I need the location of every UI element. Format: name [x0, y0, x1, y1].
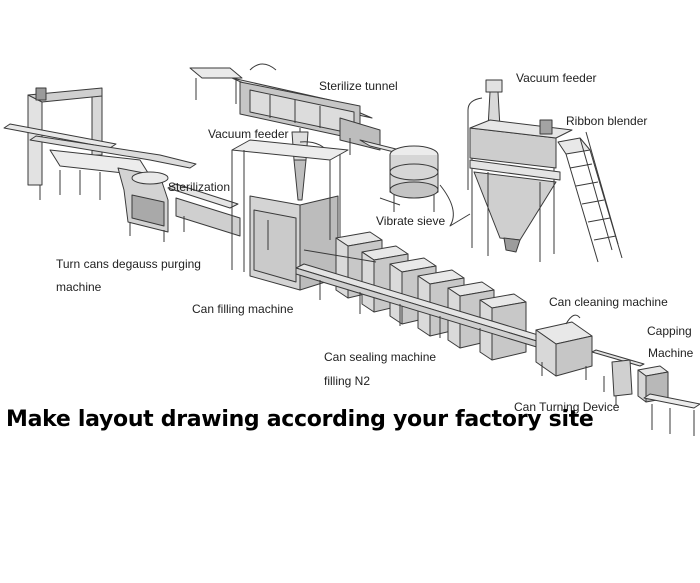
label-sterilization: Sterilization	[168, 180, 231, 194]
sterilization-conveyor	[167, 183, 241, 250]
access-staircase	[557, 131, 623, 263]
label-can-sealing-line1: Can sealing machine	[324, 350, 437, 364]
label-ribbon-blender: Ribbon blender	[566, 114, 648, 128]
label-turn-cans-line2: machine	[56, 280, 102, 294]
can-sealing-machines	[335, 231, 527, 361]
headline-caption: Make layout drawing according your facto…	[6, 407, 594, 432]
capping-machine	[637, 365, 700, 436]
can-filling-machine	[231, 131, 349, 291]
label-turn-cans-line1: Turn cans degauss purging	[56, 257, 201, 271]
label-sterilize-tunnel: Sterilize tunnel	[319, 79, 398, 93]
label-vibrate-sieve: Vibrate sieve	[376, 214, 446, 228]
can-turning-device	[603, 359, 633, 406]
ribbon-blender-assembly	[467, 79, 573, 262]
label-can-cleaning: Can cleaning machine	[549, 295, 668, 309]
label-capping-line2: Machine	[648, 346, 694, 360]
label-vacuum-feeder-left: Vacuum feeder	[208, 127, 289, 141]
label-can-turning: Can Turning Device	[514, 400, 620, 414]
label-vacuum-feeder-right: Vacuum feeder	[516, 71, 597, 85]
turn-cans-degauss-machine	[3, 87, 197, 242]
label-can-filling: Can filling machine	[192, 302, 294, 316]
label-can-sealing-line2: filling N2	[324, 374, 371, 388]
vibrate-sieve	[379, 145, 471, 227]
can-cleaning-machine	[535, 314, 645, 380]
sterilize-tunnel	[189, 63, 411, 157]
label-capping-line1: Capping	[647, 324, 692, 338]
